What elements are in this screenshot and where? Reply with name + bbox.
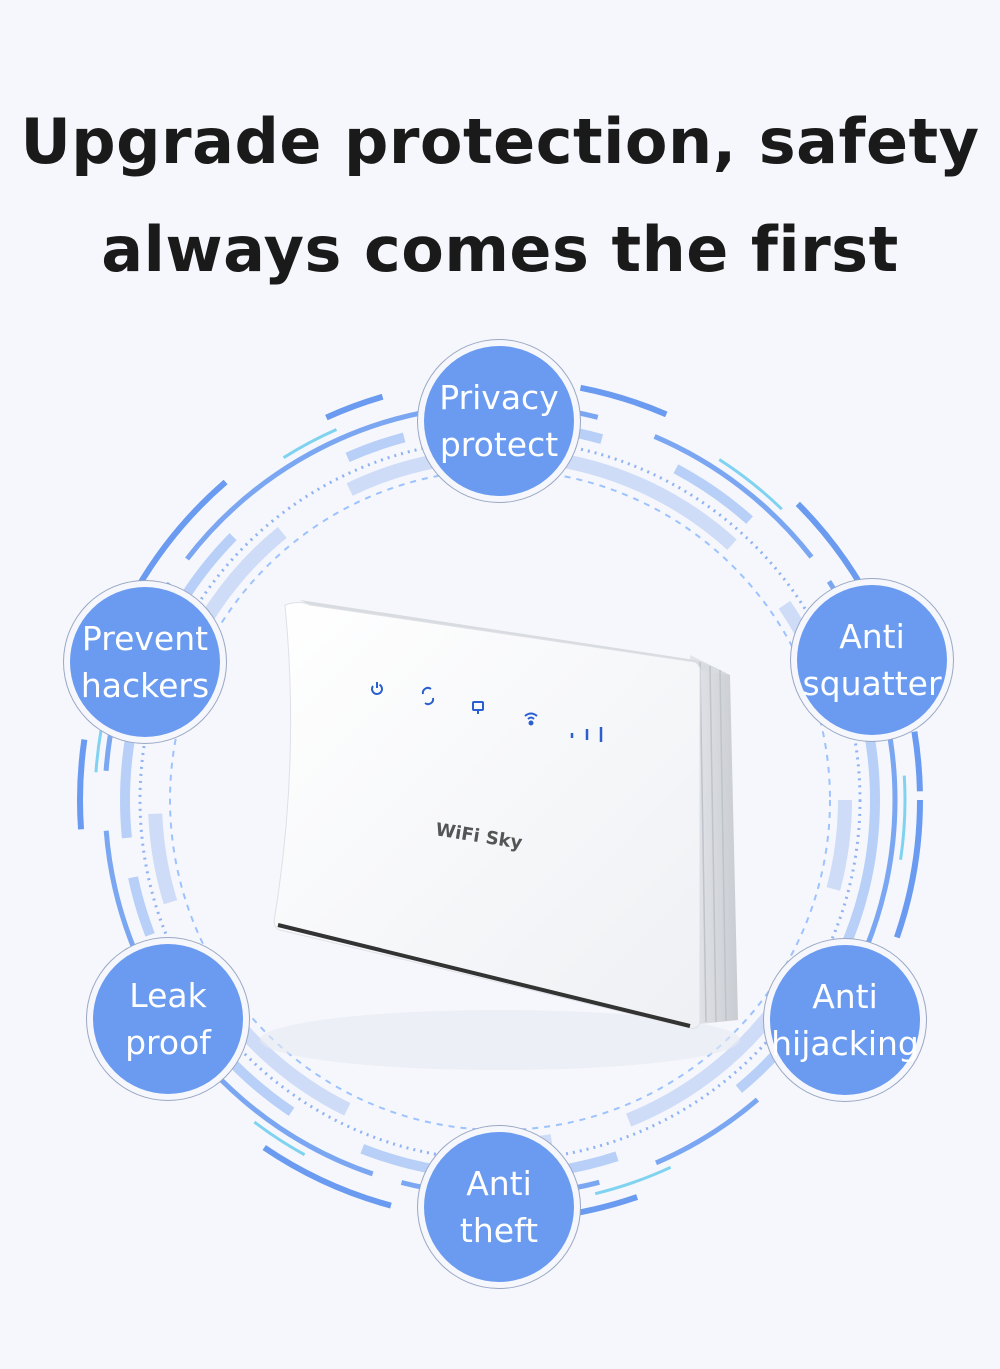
feature-label: proof [125, 1023, 211, 1062]
feature-label: Anti [812, 977, 878, 1016]
feature-label: theft [459, 1211, 539, 1250]
feature-badge-anti-theft: Anti theft [424, 1132, 574, 1282]
lan-led-icon [472, 701, 484, 714]
feature-badge-anti-hijacking: Anti hijacking [770, 945, 920, 1095]
power-led-icon [371, 682, 383, 695]
feature-label: protect [439, 425, 559, 464]
sync-led-icon [421, 686, 435, 706]
feature-badge-privacy-protect: Privacy protect [424, 346, 574, 496]
feature-label: Prevent [81, 619, 209, 658]
feature-label: hackers [80, 666, 210, 705]
feature-label: Anti [839, 617, 905, 656]
feature-badge-prevent-hackers: Prevent hackers [70, 587, 220, 737]
feature-label: Leak [129, 976, 207, 1015]
feature-label: hijacking [771, 1024, 919, 1063]
headline-line-1: Upgrade protection, safety [20, 105, 980, 178]
feature-badge-leak-proof: Leak proof [93, 944, 243, 1094]
signal-led-icon [570, 727, 603, 742]
headline: Upgrade protection, safety always comes … [0, 88, 1000, 304]
feature-label: Privacy [439, 378, 559, 417]
feature-label: squatter [802, 664, 942, 703]
feature-badge-anti-squatter: Anti squatter [797, 585, 947, 735]
feature-label: Anti [466, 1164, 532, 1203]
wifi-led-icon [524, 712, 538, 726]
status-leds [371, 682, 603, 742]
headline-line-2: always comes the first [101, 213, 899, 286]
